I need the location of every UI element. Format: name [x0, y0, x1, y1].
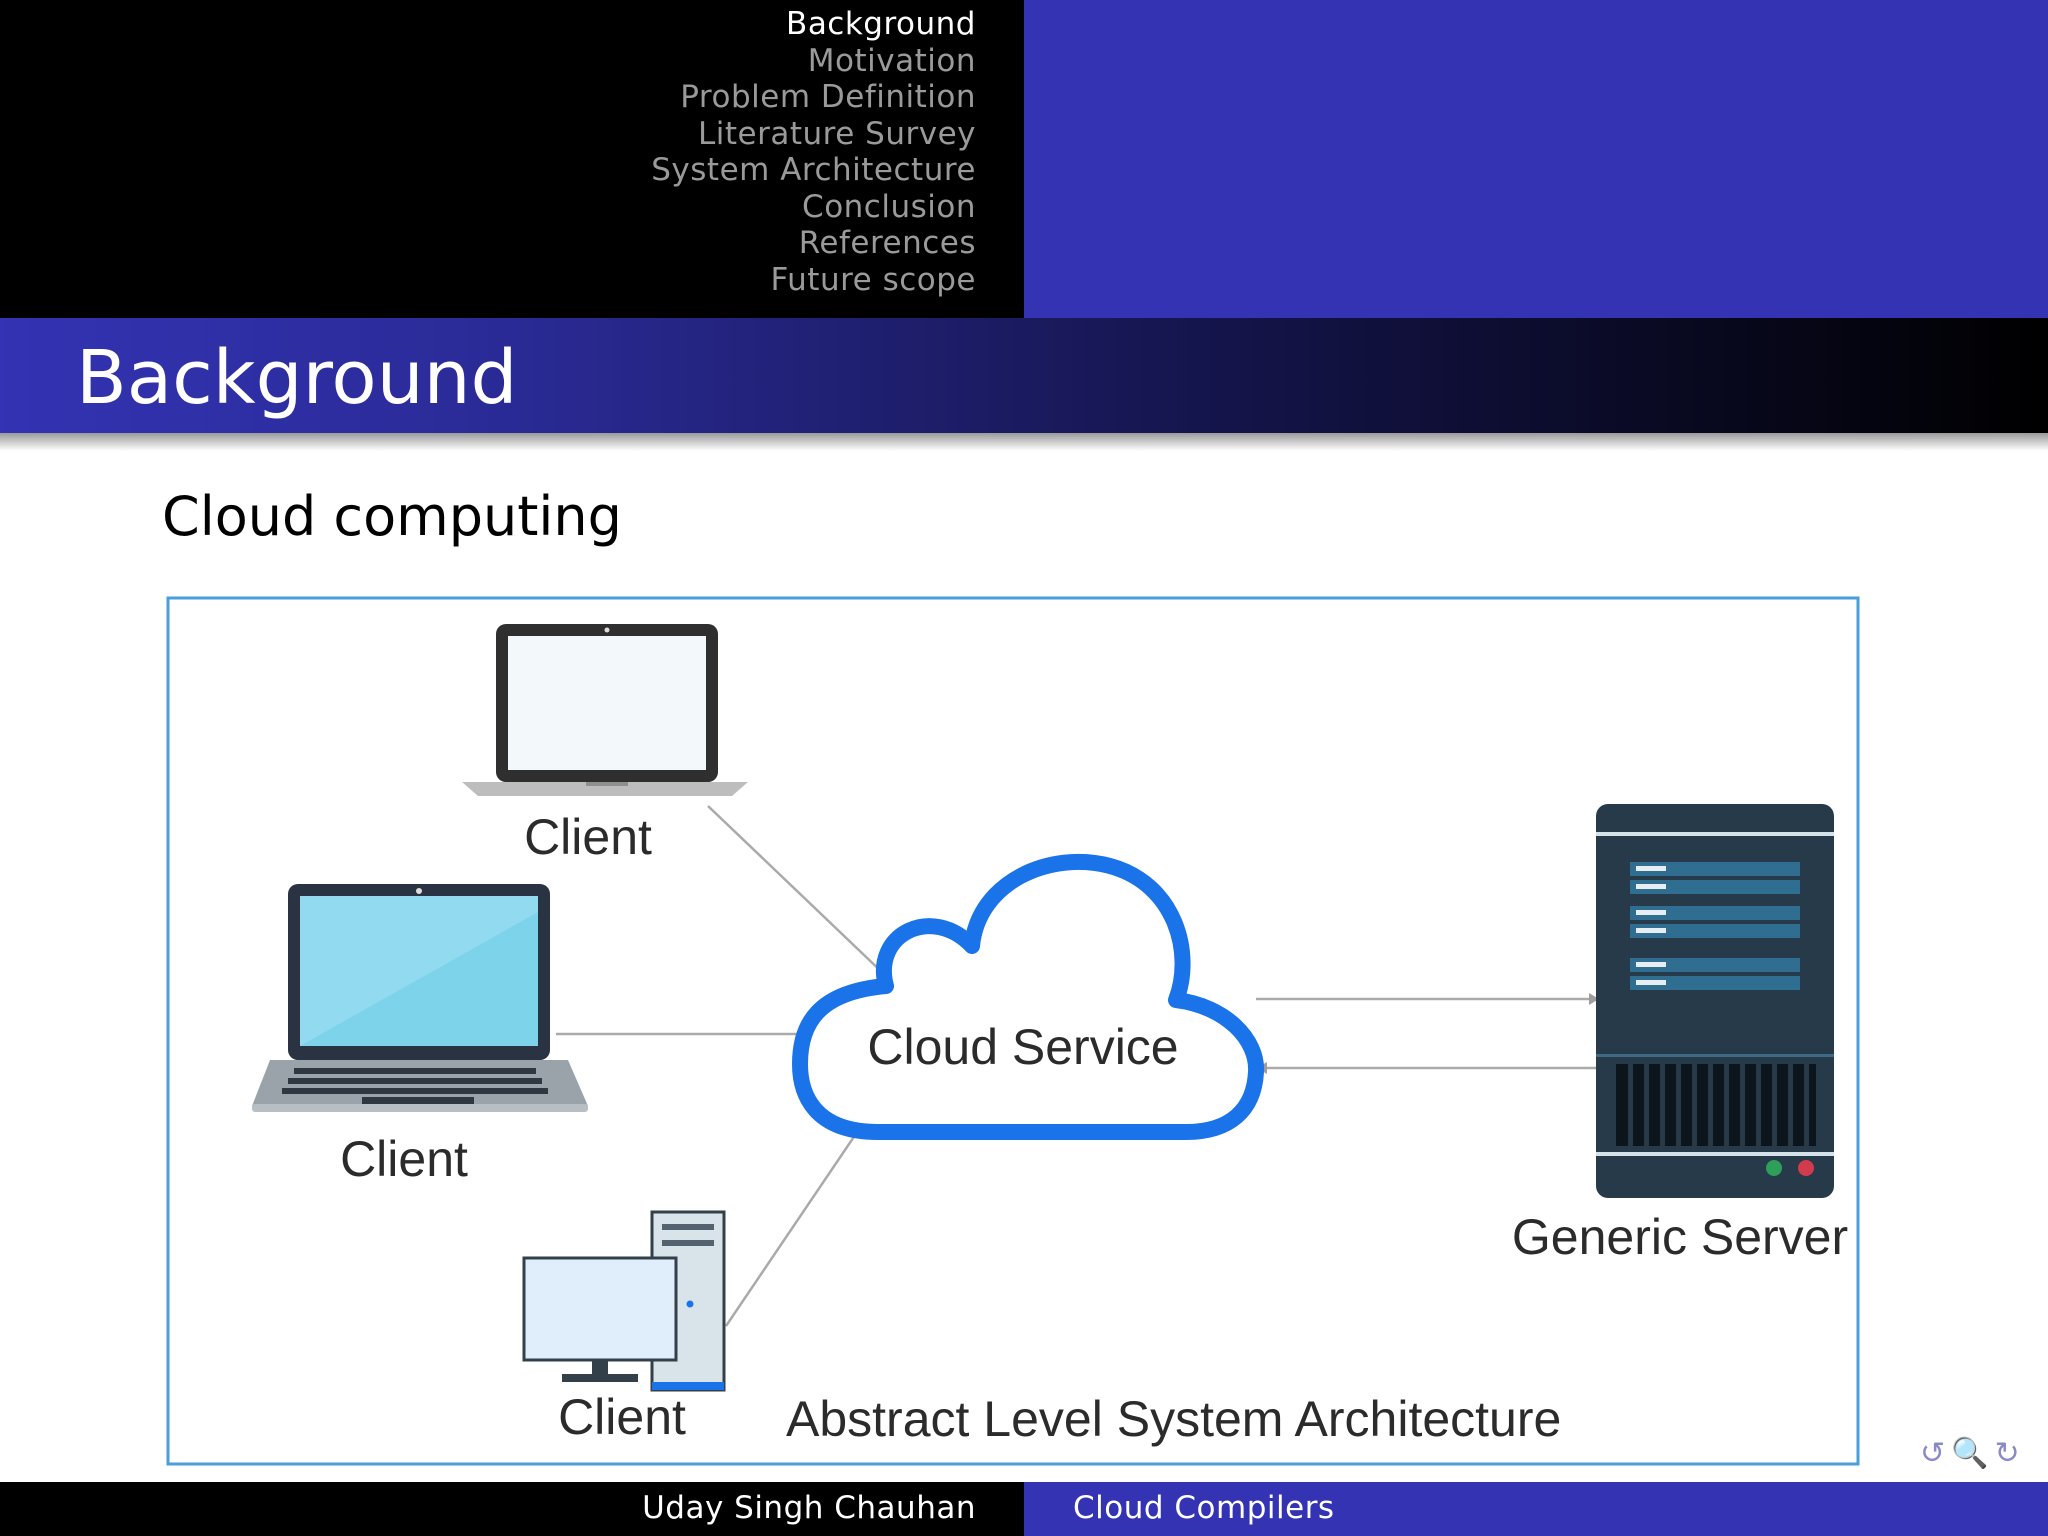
title-bar-shadow	[0, 433, 2048, 451]
cloud-service-label: Cloud Service	[867, 1019, 1178, 1075]
server-icon	[1596, 804, 1834, 1198]
beamer-navigation-symbols[interactable]: ↺🔍↻	[1920, 1436, 2026, 1471]
diagram-border	[166, 596, 1860, 1466]
slide-heading: Cloud computing	[162, 485, 622, 548]
laptop-blue-icon	[252, 884, 588, 1112]
diagram-caption: Abstract Level System Architecture	[786, 1391, 1561, 1447]
nav-item-problem-definition[interactable]: Problem Definition	[680, 79, 976, 115]
architecture-diagram: Client Client Client Cloud Service	[166, 596, 1860, 1466]
section-navigation-bar: Background Motivation Problem Definition…	[0, 0, 2048, 318]
cloud-icon	[792, 854, 1265, 1140]
client-label: Client	[524, 809, 652, 865]
subsection-navigation-panel	[1024, 0, 2048, 318]
connector-laptop-top-to-cloud	[707, 805, 887, 977]
client-label: Client	[340, 1131, 468, 1187]
section-list: Background Motivation Problem Definition…	[651, 6, 976, 298]
nav-item-system-architecture[interactable]: System Architecture	[651, 152, 976, 188]
client-label: Client	[558, 1389, 686, 1445]
nav-item-motivation[interactable]: Motivation	[807, 42, 976, 79]
laptop-outline-icon	[462, 624, 748, 796]
section-navigation-panel: Background Motivation Problem Definition…	[0, 0, 1024, 318]
desktop-computer-icon	[522, 1210, 726, 1392]
connector-lines	[556, 805, 1628, 1327]
generic-server-label: Generic Server	[1512, 1209, 1848, 1265]
nav-item-references[interactable]: References	[798, 225, 976, 261]
footer-author: Uday Singh Chauhan	[642, 1490, 976, 1526]
slide-footer: Uday Singh Chauhan Cloud Compilers	[0, 1482, 2048, 1536]
footer-short-title: Cloud Compilers	[1073, 1490, 1335, 1526]
nav-item-background[interactable]: Background	[786, 6, 976, 42]
footer-left: Uday Singh Chauhan	[0, 1482, 1024, 1536]
nav-item-future-scope[interactable]: Future scope	[770, 261, 976, 298]
connector-desktop-to-cloud	[724, 1115, 870, 1327]
nav-item-conclusion[interactable]: Conclusion	[802, 188, 976, 225]
frame-title: Background	[76, 335, 518, 421]
footer-right: Cloud Compilers	[1024, 1482, 2048, 1536]
nav-item-literature-survey[interactable]: Literature Survey	[698, 115, 976, 152]
frame-title-bar	[0, 318, 2048, 433]
